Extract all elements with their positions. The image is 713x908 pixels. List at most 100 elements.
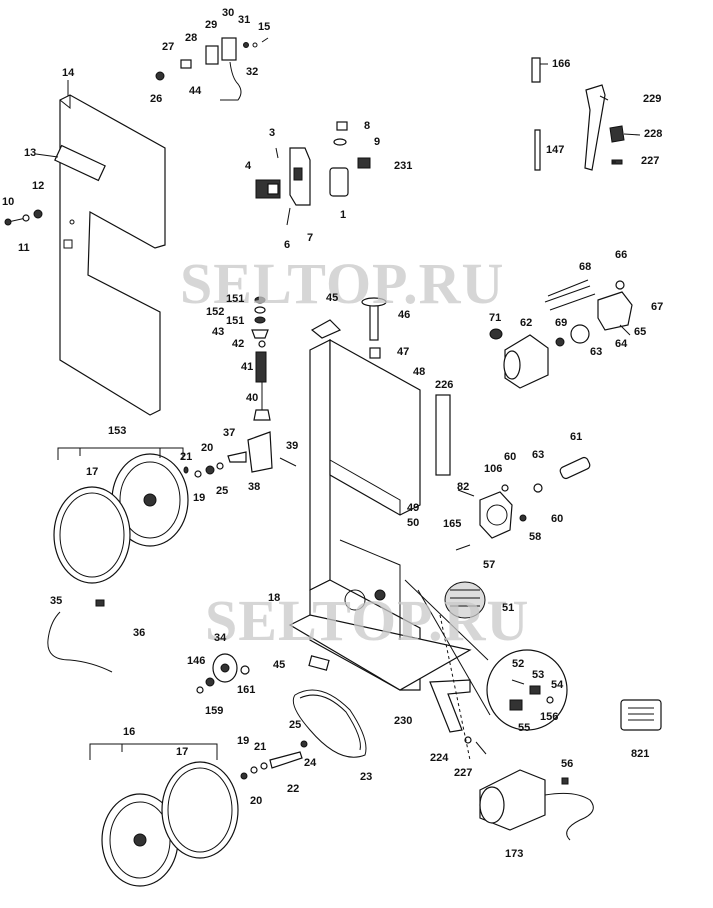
switch-box [255, 121, 371, 226]
part-label-151-b: 151 [226, 315, 245, 327]
part-label-23: 23 [360, 771, 373, 783]
part-label-42: 42 [232, 338, 245, 350]
blade-guide-post [251, 296, 271, 421]
leader-lines [35, 63, 641, 752]
part-label-56: 56 [561, 758, 574, 770]
part-label-17-lower: 17 [176, 746, 189, 758]
part-label-53: 53 [532, 669, 545, 681]
part-label-19-upper: 19 [193, 492, 206, 504]
part-label-821: 821 [631, 748, 650, 760]
part-label-65: 65 [634, 326, 647, 338]
warning-label [620, 699, 662, 731]
part-label-69: 69 [555, 317, 568, 329]
part-label-25-upper: 25 [216, 485, 229, 497]
motor-fan-cover [444, 581, 486, 619]
part-label-21-lower: 21 [254, 741, 267, 753]
part-label-16: 16 [123, 726, 136, 738]
part-label-21-upper: 21 [180, 451, 193, 463]
part-label-45-lower: 45 [273, 659, 286, 671]
part-label-227-top: 227 [641, 155, 660, 167]
part-label-8: 8 [364, 120, 371, 132]
part-label-67: 67 [651, 301, 664, 313]
part-label-63-lower: 63 [532, 449, 545, 461]
part-label-12: 12 [32, 180, 45, 192]
part-label-15: 15 [258, 21, 271, 33]
part-label-32: 32 [246, 66, 259, 78]
part-label-52: 52 [512, 658, 525, 670]
part-label-146: 146 [187, 655, 206, 667]
part-label-161: 161 [237, 684, 256, 696]
part-label-45-upper: 45 [326, 292, 339, 304]
part-label-10: 10 [2, 196, 15, 208]
part-label-25-lower: 25 [289, 719, 302, 731]
part-label-61: 61 [570, 431, 583, 443]
part-label-151-a: 151 [226, 293, 245, 305]
motor-upper [489, 279, 633, 389]
part-label-20-upper: 20 [201, 442, 214, 454]
part-label-71: 71 [489, 312, 502, 324]
part-label-40: 40 [246, 392, 259, 404]
part-label-31: 31 [238, 14, 251, 26]
saw-frame [288, 297, 472, 691]
tracking-assembly [455, 456, 591, 551]
part-label-173: 173 [505, 848, 524, 860]
drive-belt [292, 689, 367, 758]
lower-pulley [196, 653, 330, 694]
part-label-166: 166 [552, 58, 571, 70]
part-label-13: 13 [24, 147, 37, 159]
part-label-58: 58 [529, 531, 542, 543]
part-label-106: 106 [484, 463, 503, 475]
part-label-20-lower: 20 [250, 795, 263, 807]
part-label-66: 66 [615, 249, 628, 261]
part-label-6: 6 [284, 239, 291, 251]
part-label-37: 37 [223, 427, 236, 439]
part-label-9: 9 [374, 136, 381, 148]
part-label-152: 152 [206, 306, 225, 318]
part-label-230: 230 [394, 715, 413, 727]
part-label-228: 228 [644, 128, 663, 140]
part-label-18: 18 [268, 592, 281, 604]
part-label-30: 30 [222, 7, 235, 19]
part-label-50: 50 [407, 517, 420, 529]
part-label-55: 55 [518, 722, 531, 734]
part-label-14: 14 [62, 67, 75, 79]
part-label-22: 22 [287, 783, 300, 795]
part-label-82: 82 [457, 481, 470, 493]
part-label-36: 36 [133, 627, 146, 639]
part-label-38: 38 [248, 481, 261, 493]
part-label-224: 224 [430, 752, 449, 764]
upper-wheel [53, 431, 297, 584]
part-label-7: 7 [307, 232, 314, 244]
part-label-54: 54 [551, 679, 564, 691]
part-label-3: 3 [269, 127, 276, 139]
part-label-226: 226 [435, 379, 454, 391]
part-label-47: 47 [397, 346, 410, 358]
part-label-60-b: 60 [551, 513, 564, 525]
hand-tools [531, 57, 625, 171]
power-cord [47, 599, 113, 673]
part-label-43: 43 [212, 326, 225, 338]
part-label-51: 51 [502, 602, 515, 614]
part-label-153: 153 [108, 425, 127, 437]
part-label-48: 48 [413, 366, 426, 378]
part-label-44: 44 [189, 85, 202, 97]
detail-inset [404, 579, 568, 731]
part-label-63-upper: 63 [590, 346, 603, 358]
part-label-4: 4 [245, 160, 252, 172]
main-motor [479, 769, 594, 841]
part-label-64: 64 [615, 338, 628, 350]
part-label-1: 1 [340, 209, 347, 221]
part-label-26: 26 [150, 93, 163, 105]
knob-screws [4, 209, 43, 226]
part-label-41: 41 [241, 361, 254, 373]
part-label-28: 28 [185, 32, 198, 44]
part-label-68: 68 [579, 261, 592, 273]
part-label-17-upper: 17 [86, 466, 99, 478]
part-label-57: 57 [483, 559, 496, 571]
part-label-39: 39 [286, 440, 299, 452]
part-label-34: 34 [214, 632, 227, 644]
watermark-lower: SELTOP.RU [205, 588, 530, 653]
part-label-229: 229 [643, 93, 662, 105]
part-label-46: 46 [398, 309, 411, 321]
